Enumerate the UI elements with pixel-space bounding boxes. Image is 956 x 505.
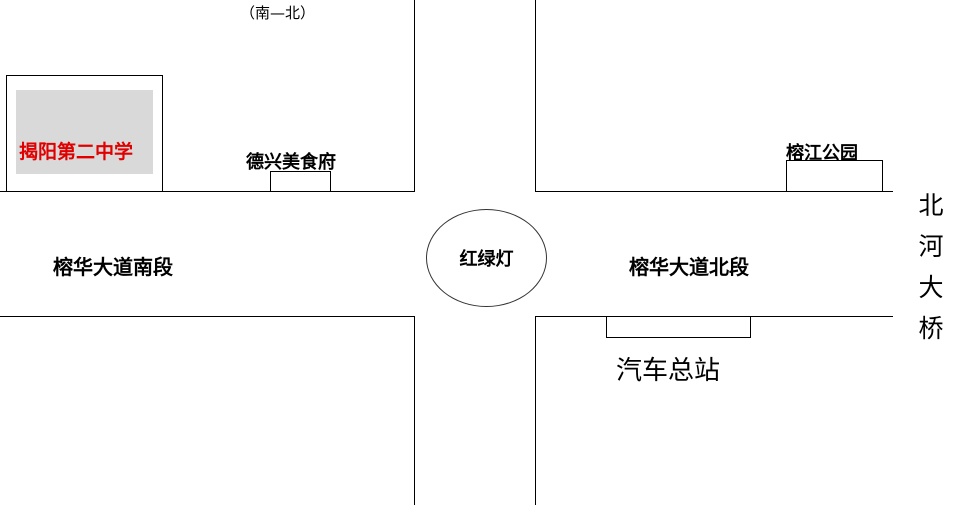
park-label: 榕江公园 (786, 143, 858, 164)
bus-station-building (606, 316, 751, 338)
direction-note: （南—北） (240, 4, 316, 22)
traffic-light-circle: 红绿灯 (426, 209, 547, 307)
road-edge-bottom-left-horizontal (0, 316, 415, 317)
bridge-char: 大 (918, 273, 944, 302)
road-edge-top-right-horizontal (535, 191, 893, 192)
traffic-light-label: 红绿灯 (459, 249, 514, 270)
road-label-north: 榕华大道北段 (629, 255, 749, 279)
road-edge-bottom-right-vertical (535, 316, 536, 505)
bridge-char: 河 (918, 232, 944, 261)
bridge-char: 桥 (918, 314, 944, 343)
road-edge-top-left-vertical (414, 0, 415, 192)
restaurant-label: 德兴美食府 (246, 152, 336, 173)
restaurant-building (270, 171, 331, 192)
park-building (786, 160, 883, 192)
bus-station-label: 汽车总站 (616, 356, 721, 386)
road-edge-top-left-horizontal (0, 191, 415, 192)
road-label-south: 榕华大道南段 (53, 255, 173, 279)
school-fill (16, 90, 153, 174)
school-label: 揭阳第二中学 (19, 141, 134, 163)
road-edge-top-right-vertical (535, 0, 536, 192)
bridge-char: 北 (918, 191, 944, 220)
bridge-label: 北 河 大 桥 (914, 185, 948, 349)
road-edge-bottom-left-vertical (414, 316, 415, 505)
